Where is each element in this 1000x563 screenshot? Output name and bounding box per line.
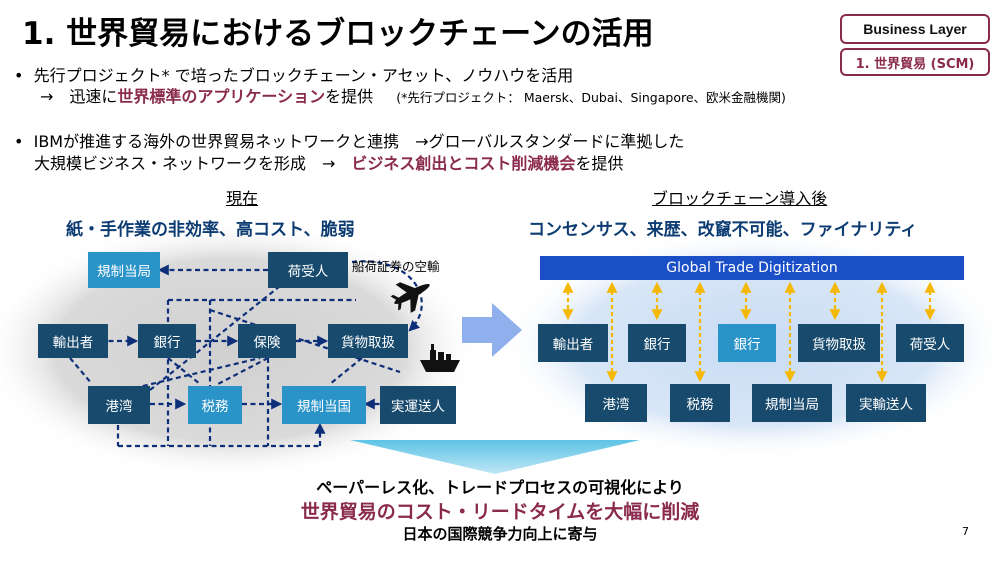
airplane-icon — [390, 282, 430, 313]
left-heading: 現在 — [226, 189, 259, 208]
bullet2-line1: • IBMが推進する海外の世界貿易ネットワークと連携 →グローバルスタンダードに… — [14, 132, 685, 151]
node-exporter-bc: 輸出者 — [538, 324, 608, 362]
platform-bar: Global Trade Digitization — [540, 256, 964, 280]
node-regulator-country: 規制当国 — [282, 386, 366, 424]
node-regulator-bc: 規制当局 — [752, 384, 832, 422]
ship-icon — [420, 344, 460, 372]
node-insurance: 保険 — [238, 324, 296, 358]
bullet1-line2: → 迅速に世界標準のアプリケーションを提供 (*先行プロジェクト： Maersk… — [40, 87, 786, 106]
node-freight: 貨物取扱 — [328, 324, 408, 358]
node-customs: 税務 — [188, 386, 242, 424]
bullet2-line2: 大規模ビジネス・ネットワークを形成 → ビジネス創出とコスト削減機会を提供 — [34, 154, 624, 173]
transition-arrow — [462, 303, 522, 357]
node-freight-bc: 貨物取扱 — [798, 324, 880, 362]
left-subheading: 紙・手作業の非効率、高コスト、脆弱 — [66, 220, 355, 240]
node-bank: 銀行 — [138, 324, 196, 358]
layer-tag: Business Layer — [840, 14, 990, 44]
node-consignee: 荷受人 — [268, 252, 348, 288]
conclusion-line3: 日本の国際競争力向上に寄与 — [402, 525, 598, 543]
conclusion-line1: ペーパーレス化、トレードプロセスの可視化により — [316, 478, 684, 497]
node-port-bc: 港湾 — [585, 384, 647, 422]
airmail-annotation: 船荷証券の空輸 — [352, 259, 440, 274]
bullet1-note: (*先行プロジェクト： Maersk、Dubai、Singapore、欧米金融機… — [396, 90, 786, 105]
node-carrier: 実運送人 — [380, 386, 456, 424]
bullet-dot: • — [14, 132, 34, 151]
right-subheading: コンセンサス、来歴、改竄不可能、ファイナリティ — [528, 220, 918, 240]
result-arrow — [350, 440, 640, 474]
bullet1-line1: • 先行プロジェクト* で培ったブロックチェーン・アセット、ノウハウを活用 — [14, 66, 574, 85]
bullet-dot: • — [14, 66, 34, 85]
node-consignee-bc: 荷受人 — [896, 324, 964, 362]
node-port: 港湾 — [88, 386, 150, 424]
node-carrier-bc: 実輸送人 — [846, 384, 926, 422]
page-title: 1. 世界貿易におけるブロックチェーンの活用 — [22, 16, 654, 52]
node-customs-bc: 税務 — [670, 384, 730, 422]
node-bank-bc-2: 銀行 — [718, 324, 776, 362]
page-number: 7 — [962, 525, 969, 538]
conclusion-line2: 世界貿易のコスト・リードタイムを大幅に削減 — [300, 501, 700, 523]
node-regulator-top: 規制当局 — [88, 252, 160, 288]
right-heading: ブロックチェーン導入後 — [652, 189, 828, 208]
node-bank-bc-1: 銀行 — [628, 324, 686, 362]
scope-tag: 1. 世界貿易 (SCM) — [840, 48, 990, 76]
node-exporter: 輸出者 — [38, 324, 108, 358]
